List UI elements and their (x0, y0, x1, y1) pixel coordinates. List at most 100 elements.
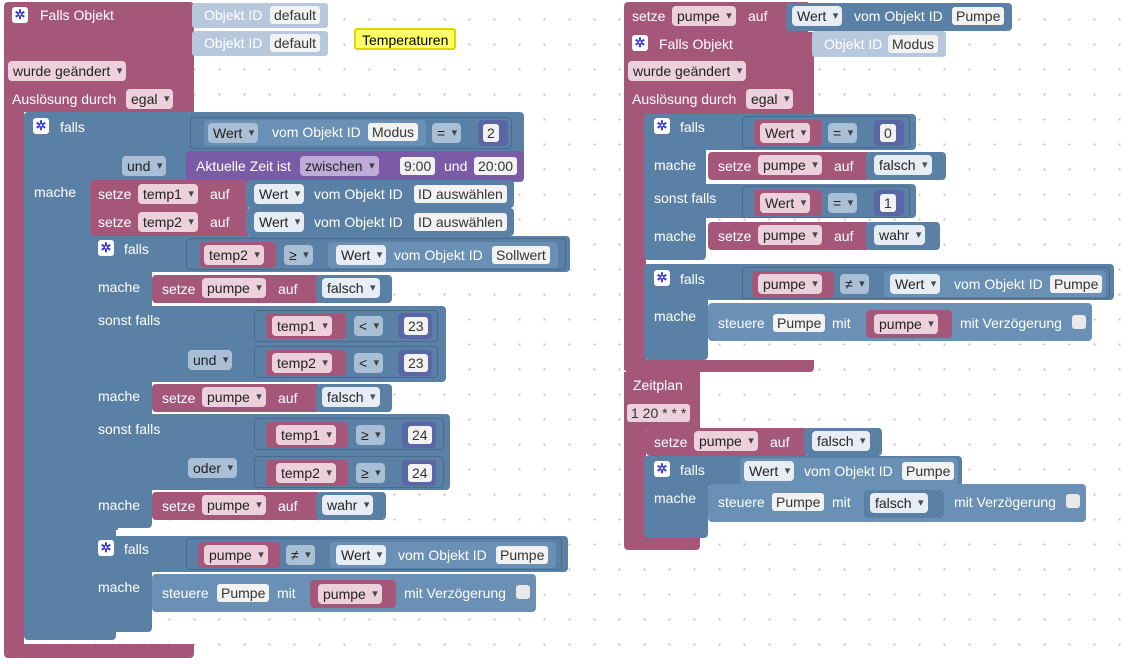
wert-dropdown[interactable]: Wert (760, 123, 811, 143)
verzoegerung-checkbox[interactable] (1066, 494, 1080, 508)
bool-dropdown[interactable]: falsch (322, 387, 380, 407)
falls-label: falls (124, 541, 149, 557)
operator-dropdown[interactable]: ≥ (356, 463, 385, 483)
var-dropdown[interactable]: pumpe (672, 6, 736, 26)
und-dropdown[interactable]: und (188, 350, 233, 370)
bool-dropdown[interactable]: falsch (874, 155, 932, 175)
operator-dropdown[interactable]: = (828, 193, 858, 213)
time-to-field[interactable]: 20:00 (474, 157, 518, 175)
wert-dropdown[interactable]: Wert (336, 545, 387, 565)
falls-objekt-label: Falls Objekt (659, 36, 733, 52)
wert-dropdown[interactable]: Wert (760, 193, 811, 213)
wert-dropdown[interactable]: Wert (208, 123, 259, 143)
objekt-id-value[interactable]: default (270, 6, 321, 24)
var-dropdown[interactable]: temp1 (276, 425, 336, 445)
bool-dropdown[interactable]: falsch (322, 278, 380, 298)
bool-dropdown[interactable]: falsch (812, 431, 870, 451)
var-dropdown[interactable]: temp2 (138, 212, 198, 232)
falls-label: falls (680, 271, 705, 287)
id-select-field[interactable]: ID auswählen (414, 185, 507, 203)
var-dropdown[interactable]: pumpe (694, 431, 758, 451)
change-type-dropdown[interactable]: wurde geändert (628, 61, 747, 81)
objekt-field[interactable]: Modus (368, 123, 419, 141)
number-field[interactable]: 24 (408, 426, 432, 444)
time-und-label: und (444, 158, 468, 174)
wert-dropdown[interactable]: Wert (254, 212, 305, 232)
var-dropdown[interactable]: pumpe (202, 495, 266, 515)
operator-dropdown[interactable]: ≠ (840, 274, 869, 294)
change-type-dropdown[interactable]: wurde geändert (8, 61, 127, 81)
gear-icon[interactable]: ✲ (632, 35, 648, 51)
gear-icon[interactable]: ✲ (654, 461, 670, 477)
gear-icon[interactable]: ✲ (33, 118, 49, 134)
objekt-field[interactable]: Sollwert (492, 246, 550, 264)
var-dropdown[interactable]: temp2 (276, 463, 336, 483)
mache-label: mache (34, 184, 77, 200)
bool-dropdown[interactable]: falsch (870, 493, 928, 513)
gear-icon[interactable]: ✲ (12, 7, 28, 23)
var-dropdown[interactable]: pumpe (202, 387, 266, 407)
zeitplan-label: Zeitplan (633, 377, 683, 393)
gear-icon[interactable]: ✲ (98, 540, 114, 556)
var-dropdown[interactable]: pumpe (758, 225, 822, 245)
bool-dropdown[interactable]: wahr (874, 225, 926, 245)
number-field[interactable]: 23 (404, 354, 428, 372)
var-dropdown[interactable]: pumpe (758, 274, 822, 294)
var-dropdown[interactable]: pumpe (874, 314, 938, 334)
oder-dropdown[interactable]: oder (188, 458, 238, 478)
var-dropdown[interactable]: pumpe (202, 278, 266, 298)
var-dropdown[interactable]: temp1 (138, 184, 198, 204)
gear-icon[interactable]: ✲ (654, 118, 670, 134)
wert-dropdown[interactable]: Wert (336, 245, 387, 265)
number-field[interactable]: 0 (880, 124, 896, 142)
time-from-field[interactable]: 9:00 (400, 157, 436, 175)
wert-dropdown[interactable]: Wert (890, 274, 941, 294)
objekt-field[interactable]: Pumpe (773, 314, 826, 332)
objekt-field[interactable]: Pumpe (217, 584, 270, 602)
comment-bubble[interactable]: Temperaturen (354, 28, 457, 50)
id-select-field[interactable]: ID auswählen (414, 213, 507, 231)
gear-icon[interactable]: ✲ (654, 270, 670, 286)
var-dropdown[interactable]: temp2 (204, 245, 264, 265)
operator-dropdown[interactable]: ≥ (284, 245, 313, 265)
operator-dropdown[interactable]: < (354, 316, 384, 336)
sonst-falls-label: sonst falls (98, 312, 161, 328)
number-field[interactable]: 24 (408, 464, 432, 482)
operator-dropdown[interactable]: = (432, 123, 462, 143)
verzoegerung-checkbox[interactable] (516, 585, 530, 599)
operator-dropdown[interactable]: ≠ (286, 545, 315, 565)
gear-icon[interactable]: ✲ (98, 240, 114, 256)
var-dropdown[interactable]: temp2 (272, 353, 332, 373)
ausloesung-dropdown[interactable]: egal (746, 89, 794, 109)
var-dropdown[interactable]: pumpe (758, 155, 822, 175)
objekt-id-value[interactable]: default (270, 34, 321, 52)
cron-field[interactable]: 1 20 * * * (627, 404, 691, 422)
wert-dropdown[interactable]: Wert (254, 184, 305, 204)
var-dropdown[interactable]: pumpe (204, 545, 268, 565)
var-dropdown[interactable]: temp1 (272, 316, 332, 336)
wert-dropdown[interactable]: Wert (744, 461, 795, 481)
schedule-bottom (624, 536, 700, 550)
setze-label: setze (162, 281, 196, 297)
wert-dropdown[interactable]: Wert (792, 6, 843, 26)
auf-label: auf (834, 228, 854, 244)
bool-dropdown[interactable]: wahr (322, 495, 374, 515)
objekt-id-value[interactable]: Modus (888, 35, 939, 53)
var-dropdown[interactable]: pumpe (318, 584, 382, 604)
if-block-temp-bottom (88, 520, 118, 530)
operator-dropdown[interactable]: ≥ (356, 425, 385, 445)
objekt-field[interactable]: Pumpe (1050, 275, 1103, 293)
objekt-field[interactable]: Pumpe (496, 546, 549, 564)
number-field[interactable]: 2 (483, 124, 499, 142)
number-field[interactable]: 23 (404, 317, 428, 335)
ausloesung-dropdown[interactable]: egal (126, 89, 174, 109)
verzoegerung-checkbox[interactable] (1072, 315, 1086, 329)
und-dropdown[interactable]: und (122, 156, 167, 176)
number-field[interactable]: 1 (880, 194, 896, 212)
objekt-field[interactable]: Pumpe (952, 7, 1005, 25)
operator-dropdown[interactable]: = (828, 123, 858, 143)
objekt-field[interactable]: Pumpe (902, 462, 955, 480)
objekt-field[interactable]: Pumpe (772, 493, 825, 511)
operator-dropdown[interactable]: < (354, 353, 384, 373)
time-mode-dropdown[interactable]: zwischen (300, 156, 379, 176)
